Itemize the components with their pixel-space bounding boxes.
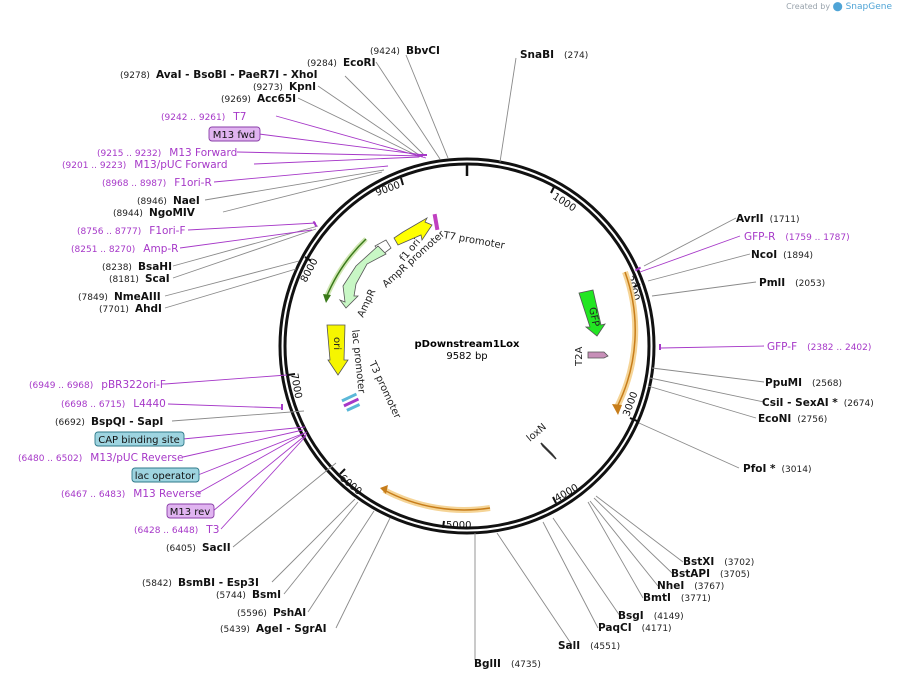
site-bstxi: BstXI(3702) xyxy=(683,556,754,568)
primer-pbr322ori-f: (6949 .. 6968)pBR322ori-F xyxy=(29,379,166,391)
site-nmeaiii: (7849)NmeAIII xyxy=(78,291,161,303)
cap-binding-box: CAP binding site xyxy=(94,431,185,447)
ori-label: ori xyxy=(331,337,342,350)
site-bglii: BglII(4735) xyxy=(474,658,541,670)
primer-f1ori-r: (8968 .. 8987)F1ori-R xyxy=(102,177,212,189)
tick-1000: 1000 xyxy=(550,191,577,214)
credit: Created by ⬤ SnapGene xyxy=(786,2,892,12)
enzyme-leaders xyxy=(164,54,765,660)
primer-gfp-r: GFP-R(1759 .. 1787) xyxy=(744,231,850,243)
primer-amp-r: (8251 .. 8270)Amp-R xyxy=(71,243,178,255)
site-bmti: BmtI(3771) xyxy=(643,592,711,604)
plasmid-name: pDownstream1Lox xyxy=(415,339,521,350)
lac-promoter-label: lac promoter xyxy=(349,329,367,395)
cap-site-mark xyxy=(341,392,358,403)
site-avrii: AvrII(1711) xyxy=(736,213,800,225)
t7-promoter-label: T7 promoter xyxy=(441,230,506,252)
site-bspqi: (6692)BspQI - SapI xyxy=(55,416,163,428)
site-ngomiv: (8944)NgoMIV xyxy=(113,207,196,219)
m13-fwd-label: M13 fwd xyxy=(213,130,255,141)
site-bstapi: BstAPI(3705) xyxy=(671,568,750,580)
site-acc65i: (9269)Acc65I xyxy=(221,93,296,105)
tick-5000: 5000 xyxy=(446,520,471,531)
primer-l4440: (6698 .. 6715)L4440 xyxy=(61,398,166,410)
site-avai: (9278)AvaI - BsoBI - PaeR7I - XhoI xyxy=(120,69,318,81)
features xyxy=(326,213,609,460)
primer-t7: (9242 .. 9261)T7 xyxy=(161,111,246,123)
site-scai: (8181)ScaI xyxy=(109,273,170,285)
m13rev-mark xyxy=(346,403,361,412)
site-nael: (8946)NaeI xyxy=(137,195,200,207)
site-pshai: (5596)PshAI xyxy=(237,607,306,619)
plasmid-backbone xyxy=(278,157,656,535)
lac-operator-mark xyxy=(343,397,360,408)
site-ahdi: (7701)AhdI xyxy=(99,303,162,315)
site-pfoi: PfoI *(3014) xyxy=(743,463,811,475)
m13-rev-label: M13 rev xyxy=(170,507,211,518)
ampr-arrow xyxy=(338,245,387,309)
cap-binding-label: CAP binding site xyxy=(98,435,180,446)
gfp-arrow xyxy=(578,289,606,337)
site-bsmbi: (5842)BsmBI - Esp3I xyxy=(142,577,259,589)
site-snabi: SnaBI(274) xyxy=(520,49,588,61)
site-ppumi: PpuMI(2568) xyxy=(765,377,842,389)
ori-arrow xyxy=(326,324,349,376)
t2a-arrow xyxy=(587,351,609,359)
tick-7000: 7000 xyxy=(288,373,303,400)
site-nhei: NheI(3767) xyxy=(657,580,724,592)
site-csii: CsiI - SexAI *(2674) xyxy=(762,397,874,409)
t3-promoter-label: T3 promoter xyxy=(366,359,403,422)
t2a-label: T2A xyxy=(574,347,585,367)
primer-m13-puc-forward: (9201 .. 9223)M13/pUC Forward xyxy=(62,159,227,171)
plasmid-size: 9582 bp xyxy=(446,351,487,362)
primer-t3: (6428 .. 6448)T3 xyxy=(134,524,219,536)
m13-rev-box: M13 rev xyxy=(166,503,215,519)
snapgene-logo: ⬤ SnapGene xyxy=(832,2,892,12)
site-sali: SalI(4551) xyxy=(558,640,620,652)
site-paqci: PaqCI(4171) xyxy=(598,622,672,634)
site-ncoi: NcoI(1894) xyxy=(751,249,813,261)
ampr-label: AmpR xyxy=(356,287,379,319)
site-bsmi: (5744)BsmI xyxy=(216,589,281,601)
site-economi: EcoNI(2756) xyxy=(758,413,827,425)
tick-4000: 4000 xyxy=(553,482,581,504)
site-sacii: (6405)SacII xyxy=(166,542,231,554)
credit-prefix: Created by xyxy=(786,2,831,11)
credit-brand: SnapGene xyxy=(845,2,892,12)
primer-m13-reverse: (6467 .. 6483)M13 Reverse xyxy=(61,488,201,500)
site-agei: (5439)AgeI - SgrAI xyxy=(220,623,327,635)
orf-arcs xyxy=(323,237,639,513)
site-kpni: (9273)KpnI xyxy=(253,81,316,93)
site-pmli: PmlI(2053) xyxy=(759,277,825,289)
primer-f1ori-f: (8756 .. 8777)F1ori-F xyxy=(77,225,186,237)
primer-leaders xyxy=(164,115,765,530)
t7-promoter-arrow xyxy=(393,216,433,246)
enzyme-labels: (9424)BbvCI (9284)EcoRI (9278)AvaI - Bso… xyxy=(55,45,874,670)
primer-m13-forward: (9215 .. 9232)M13 Forward xyxy=(97,147,237,159)
site-bsgi: BsgI(4149) xyxy=(618,610,684,622)
lac-operator-label: lac operator xyxy=(135,471,196,482)
gfp-label: GFP xyxy=(586,306,601,327)
site-bbvci: (9424)BbvCI xyxy=(370,45,440,57)
loxn-arrow xyxy=(540,442,557,460)
primer-site-marks xyxy=(281,154,661,410)
primer-m13-puc-reverse: (6480 .. 6502)M13/pUC Reverse xyxy=(18,452,183,464)
loxn-label: loxN xyxy=(525,422,549,445)
t7-site-mark xyxy=(432,213,440,231)
primer-gfp-f: GFP-F(2382 .. 2402) xyxy=(767,341,871,353)
m13-fwd-box: M13 fwd xyxy=(208,126,261,142)
site-bsahi: (8238)BsaHI xyxy=(102,261,172,273)
lac-operator-box: lac operator xyxy=(131,467,200,483)
primer-labels: (9242 .. 9261)T7 M13 fwd (9215 .. 9232)M… xyxy=(18,111,871,536)
site-ecori: (9284)EcoRI xyxy=(307,57,376,69)
